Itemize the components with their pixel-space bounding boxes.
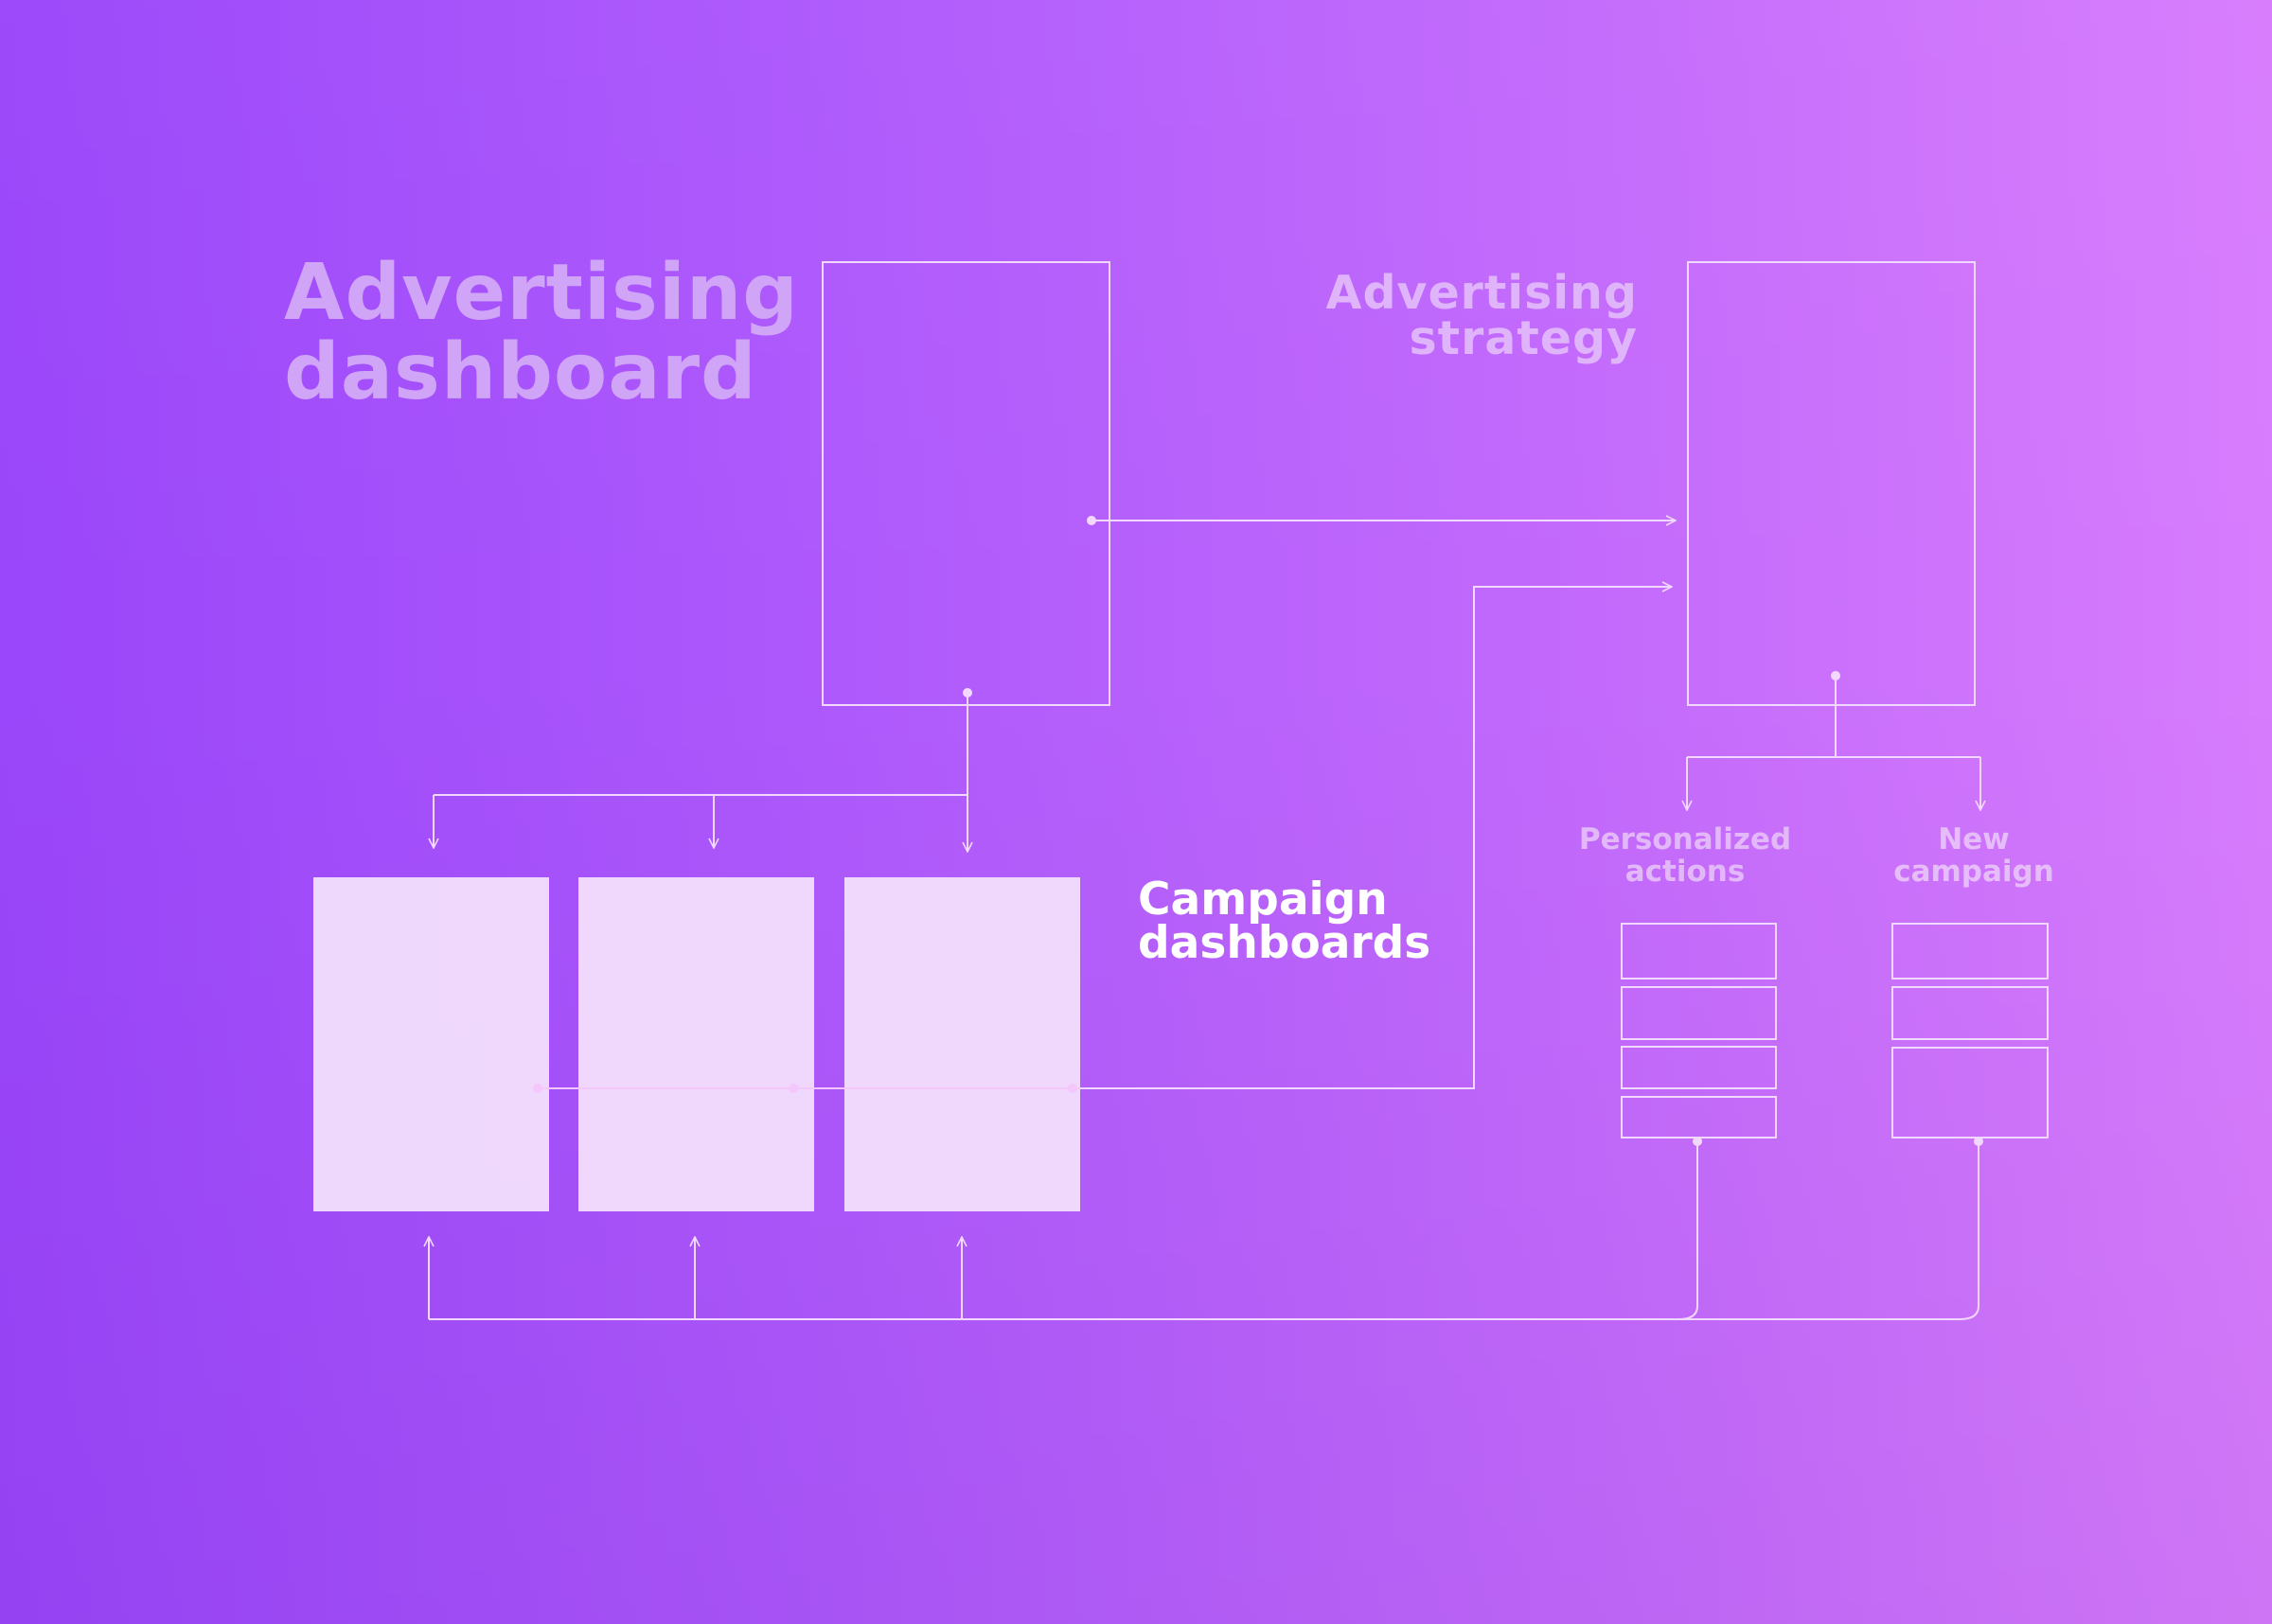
new-campaign-item-2 [1891, 986, 2049, 1040]
personalized-actions-item-4 [1621, 1096, 1777, 1139]
dot-personalized-actions [1693, 1137, 1702, 1146]
personalized-actions-title: Personalized actions [1578, 822, 1792, 889]
campaign-dashboard-panel-1 [313, 877, 549, 1211]
campaign-dashboards-title: Campaign dashboards [1138, 874, 1431, 969]
advertising-dashboard-box [822, 261, 1110, 706]
personalized-actions-item-1 [1621, 923, 1777, 980]
campaign-dashboard-panel-3 [844, 877, 1080, 1211]
new-campaign-item-3 [1891, 1047, 2049, 1139]
dot-new-campaign [1974, 1137, 1983, 1146]
feedback-from-new-campaign [429, 1141, 1979, 1320]
advertising-strategy-title: Advertising strategy [1325, 266, 1638, 365]
new-campaign-item-1 [1891, 923, 2049, 980]
dot-strategy-bottom [1831, 671, 1840, 680]
advertising-dashboard-title: Advertising dashboard [284, 248, 799, 417]
advertising-strategy-box [1687, 261, 1976, 706]
new-campaign-title: New campaign [1893, 822, 2054, 889]
personalized-actions-item-2 [1621, 986, 1777, 1040]
feedback-from-personalized-actions [1677, 1141, 1698, 1320]
dot-dashboard-right [1087, 516, 1096, 525]
personalized-actions-item-3 [1621, 1046, 1777, 1089]
dot-dashboard-bottom [963, 688, 972, 697]
campaign-dashboard-panel-2 [578, 877, 814, 1211]
